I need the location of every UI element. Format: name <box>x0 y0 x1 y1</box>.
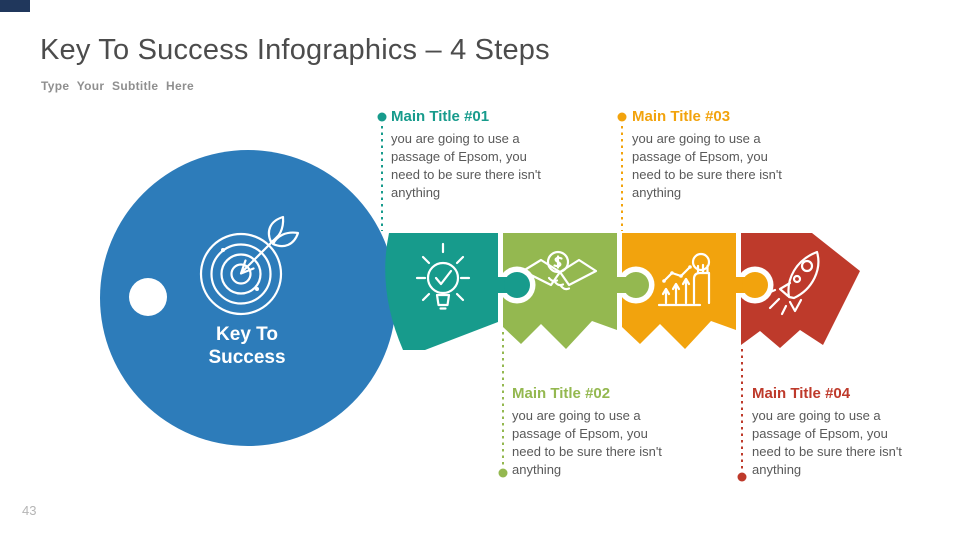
page-number: 43 <box>22 503 37 518</box>
slide-subtitle: Type Your Subtitle Here <box>41 79 194 93</box>
step-4-title: Main Title #04 <box>752 385 851 402</box>
step-callout-3: Main Title #03 you are going to use a pa… <box>632 108 790 202</box>
puzzle-piece-1 <box>385 233 498 350</box>
step-2-description: you are going to use a passage of Epsom,… <box>512 408 662 477</box>
target-icon <box>199 215 300 316</box>
puzzle-piece-3 <box>622 233 736 349</box>
step-callout-1: Main Title #01 you are going to use a pa… <box>391 108 549 202</box>
handshake-dollar-icon <box>521 250 598 291</box>
slide-title: Key To Success Infographics – 4 Steps <box>40 34 550 66</box>
puzzle-piece-2 <box>503 233 617 349</box>
key-circle <box>100 150 396 446</box>
puzzle-knob-3 <box>732 272 768 298</box>
puzzle-knob-1 <box>494 272 530 298</box>
rocket-icon <box>766 250 820 316</box>
bullet-dot-1 <box>377 112 387 122</box>
step-callout-4: Main Title #04 you are going to use a pa… <box>752 385 910 479</box>
step-1-title: Main Title #01 <box>391 108 490 125</box>
puzzle-piece-4 <box>741 233 860 348</box>
step-4-description: you are going to use a passage of Epsom,… <box>752 408 902 477</box>
bullet-dot-3 <box>617 112 627 122</box>
step-1-description: you are going to use a passage of Epsom,… <box>391 131 541 200</box>
puzzle-knob-2 <box>613 272 649 298</box>
growth-hand-icon <box>657 252 711 307</box>
corner-accent-bar <box>0 0 30 12</box>
keyhole-cutout <box>129 278 167 316</box>
step-3-title: Main Title #03 <box>632 108 731 125</box>
step-3-description: you are going to use a passage of Epsom,… <box>632 131 782 200</box>
step-callout-2: Main Title #02 you are going to use a pa… <box>512 385 670 479</box>
bullet-dot-4 <box>737 472 747 482</box>
step-2-title: Main Title #02 <box>512 385 611 402</box>
lightbulb-check-icon <box>415 242 471 310</box>
center-circle-label: Key To Success <box>208 324 286 368</box>
bullet-dot-2 <box>498 468 508 478</box>
